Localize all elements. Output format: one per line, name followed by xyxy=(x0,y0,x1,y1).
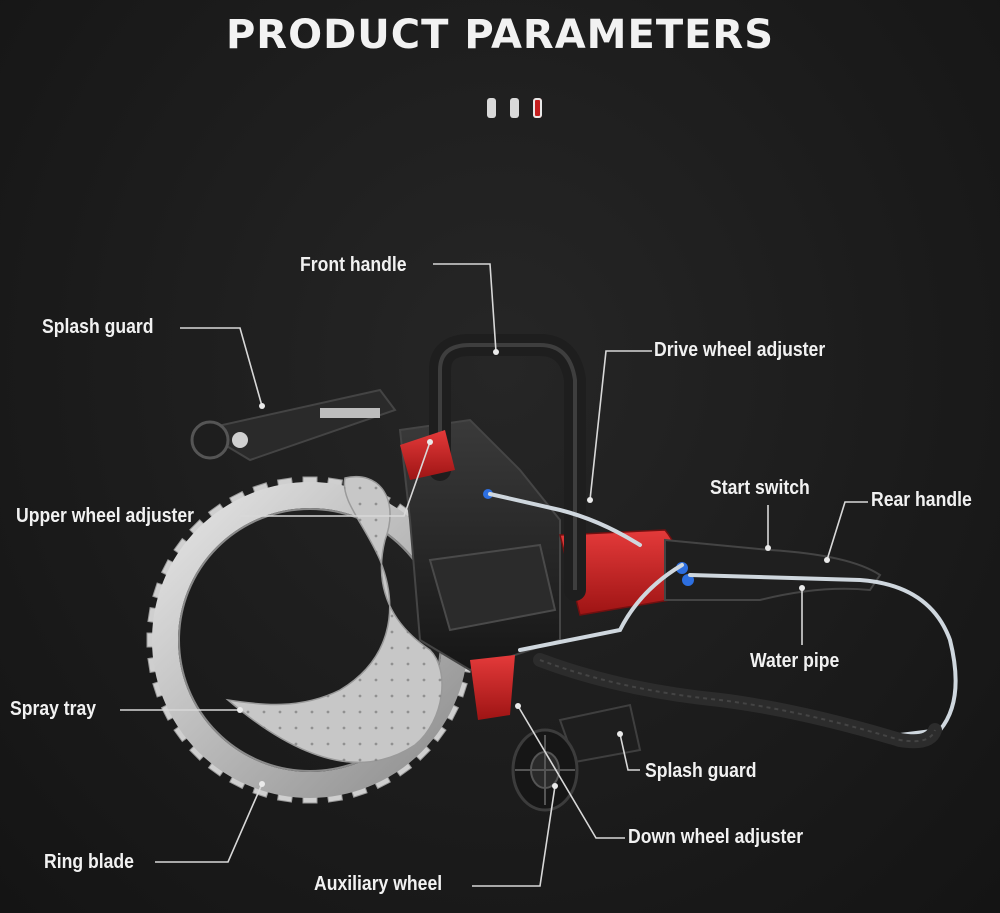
slide-indicator xyxy=(487,98,542,118)
upper-splash-guard-shape xyxy=(190,388,397,462)
leader-lines xyxy=(120,263,868,887)
label-start-switch: Start switch xyxy=(710,477,810,499)
page-title: PRODUCT PARAMETERS xyxy=(225,12,775,58)
indicator-dot xyxy=(487,98,496,118)
label-front-handle: Front handle xyxy=(300,254,407,276)
label-drive-wheel-adjuster: Drive wheel adjuster xyxy=(654,339,826,361)
label-down-wheel-adjuster: Down wheel adjuster xyxy=(628,826,804,848)
label-splash-guard-bottom: Splash guard xyxy=(645,760,757,782)
label-splash-guard-top: Splash guard xyxy=(42,316,154,338)
label-water-pipe: Water pipe xyxy=(750,650,840,672)
auxiliary-wheel-shape xyxy=(511,728,579,812)
label-rear-handle: Rear handle xyxy=(871,489,972,511)
label-spray-tray: Spray tray xyxy=(10,698,97,720)
indicator-dot-active xyxy=(533,98,542,118)
label-upper-wheel-adjuster: Upper wheel adjuster xyxy=(16,505,195,527)
leader-endpoints xyxy=(237,349,830,789)
label-ring-blade: Ring blade xyxy=(44,851,134,873)
indicator-dot xyxy=(510,98,519,118)
water-pipe-shape xyxy=(488,492,958,737)
label-auxiliary-wheel: Auxiliary wheel xyxy=(314,873,443,895)
